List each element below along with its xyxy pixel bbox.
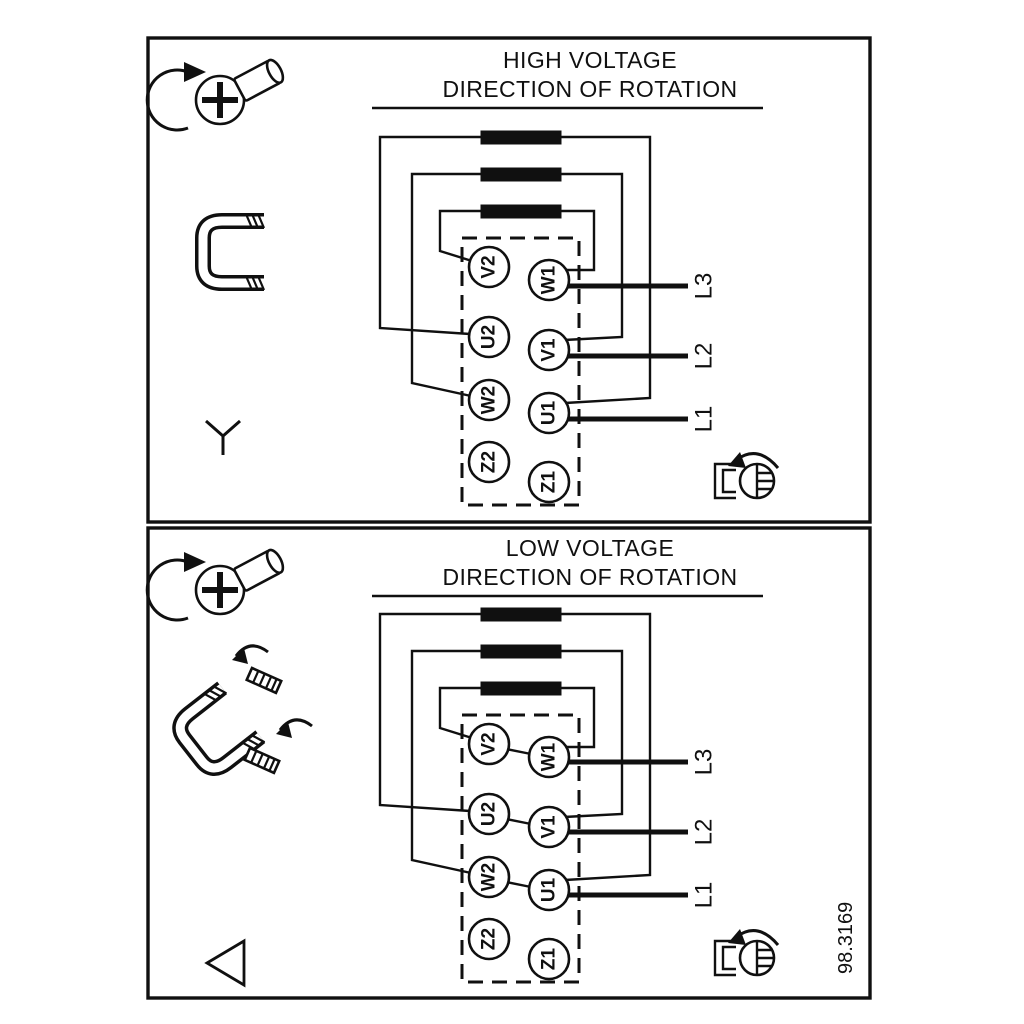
terminal-label: Z2: [479, 928, 500, 950]
terminal-label: U2: [479, 802, 500, 826]
panel-border: [146, 36, 872, 524]
terminal-label: V1: [539, 338, 560, 362]
terminal-label: U2: [479, 325, 500, 349]
move-arrowhead: [276, 722, 292, 738]
terminal-v1: V1: [527, 805, 571, 849]
terminal-label: U1: [539, 400, 560, 425]
terminal-label: W1: [539, 742, 560, 771]
terminal-label: U1: [539, 877, 560, 902]
terminal-label: Z2: [479, 451, 500, 473]
terminal-label: W2: [479, 863, 500, 892]
delta-symbol: [204, 938, 246, 988]
terminal-v1: V1: [527, 328, 571, 372]
terminal-circle: [527, 868, 571, 912]
terminal-u1: U1: [527, 868, 571, 912]
figure-number: 98.3169: [835, 902, 857, 974]
terminal-circle: [467, 315, 511, 359]
move-arrow: [234, 644, 269, 657]
terminal-circle: [467, 245, 511, 289]
terminal-label: W1: [539, 265, 560, 294]
jumper-bar-2: [480, 167, 562, 182]
rotation-direction-icon: [713, 927, 780, 977]
link-wires-left: [378, 135, 481, 398]
terminal-circle: [467, 440, 511, 484]
line-label-l3: L3: [691, 273, 718, 300]
move-arrow: [278, 718, 313, 731]
terminal-circle: [467, 792, 511, 836]
terminal-circle: [527, 391, 571, 435]
terminal-w2: W2: [467, 378, 511, 422]
terminal-label: V2: [479, 732, 500, 755]
link-wires-left: [378, 612, 481, 875]
terminal-circle: [527, 328, 571, 372]
rotation-direction-icon: [713, 450, 780, 500]
panel-subtitle: DIRECTION OF ROTATION: [442, 76, 737, 102]
link-wires-right: [561, 135, 652, 405]
jumper-bar-1: [480, 130, 562, 145]
terminal-link-icon: [203, 214, 264, 290]
delta-jumper-wires: [505, 747, 532, 889]
terminal-z2: Z2: [467, 440, 511, 484]
jumper-bar-2: [480, 644, 562, 659]
move-links-icon: [170, 644, 313, 780]
terminal-circle: [527, 258, 571, 302]
terminal-u1: U1: [527, 391, 571, 435]
terminal-w2: W2: [467, 855, 511, 899]
supply-leads: L3 L2 L1: [567, 749, 718, 909]
link-wires-right: [561, 612, 652, 882]
terminal-circle: [527, 735, 571, 779]
panel-border: [146, 526, 872, 1000]
terminal-w1: W1: [527, 258, 571, 302]
terminal-circle: [467, 722, 511, 766]
star-symbol: [205, 419, 241, 455]
terminal-w1: W1: [527, 735, 571, 779]
terminal-circle: [467, 855, 511, 899]
terminal-label: Z1: [539, 470, 560, 493]
terminal-u2: U2: [467, 792, 511, 836]
terminal-circle: [527, 937, 571, 981]
terminal-label: Z1: [539, 947, 560, 970]
terminal-box: [460, 713, 581, 984]
terminal-circle: [527, 805, 571, 849]
terminal-z1: Z1: [527, 937, 571, 981]
panel-title: HIGH VOLTAGE: [503, 47, 677, 73]
terminal-label: V1: [539, 815, 560, 839]
line-label-l1: L1: [691, 882, 718, 909]
supply-leads: L3 L2 L1: [567, 273, 718, 433]
terminal-v2: V2: [467, 722, 511, 766]
terminal-label: W2: [479, 386, 500, 415]
panel-subtitle: DIRECTION OF ROTATION: [442, 564, 737, 590]
line-label-l1: L1: [691, 406, 718, 433]
terminal-circle: [467, 917, 511, 961]
jumper-bar-1: [480, 607, 562, 622]
panel-high-voltage: HIGH VOLTAGE DIRECTION OF ROTATION L3: [146, 36, 872, 524]
jumper-bar-3: [480, 204, 562, 219]
terminal-circle: [467, 378, 511, 422]
jumper-bar-3: [480, 681, 562, 696]
move-arrowhead: [232, 648, 248, 664]
terminal-v2: V2: [467, 245, 511, 289]
terminal-label: V2: [479, 255, 500, 278]
line-label-l2: L2: [691, 819, 718, 846]
panel-title: LOW VOLTAGE: [506, 535, 674, 561]
terminal-u2: U2: [467, 315, 511, 359]
terminal-z1: Z1: [527, 460, 571, 504]
panel-low-voltage: LOW VOLTAGE DIRECTION OF ROTATION: [146, 526, 872, 1000]
terminal-circle: [527, 460, 571, 504]
terminal-box: [460, 236, 581, 507]
line-label-l2: L2: [691, 343, 718, 370]
line-label-l3: L3: [691, 749, 718, 776]
terminal-z2: Z2: [467, 917, 511, 961]
screw-rotation-icon: [147, 547, 286, 620]
screw-rotation-icon: [147, 57, 286, 130]
